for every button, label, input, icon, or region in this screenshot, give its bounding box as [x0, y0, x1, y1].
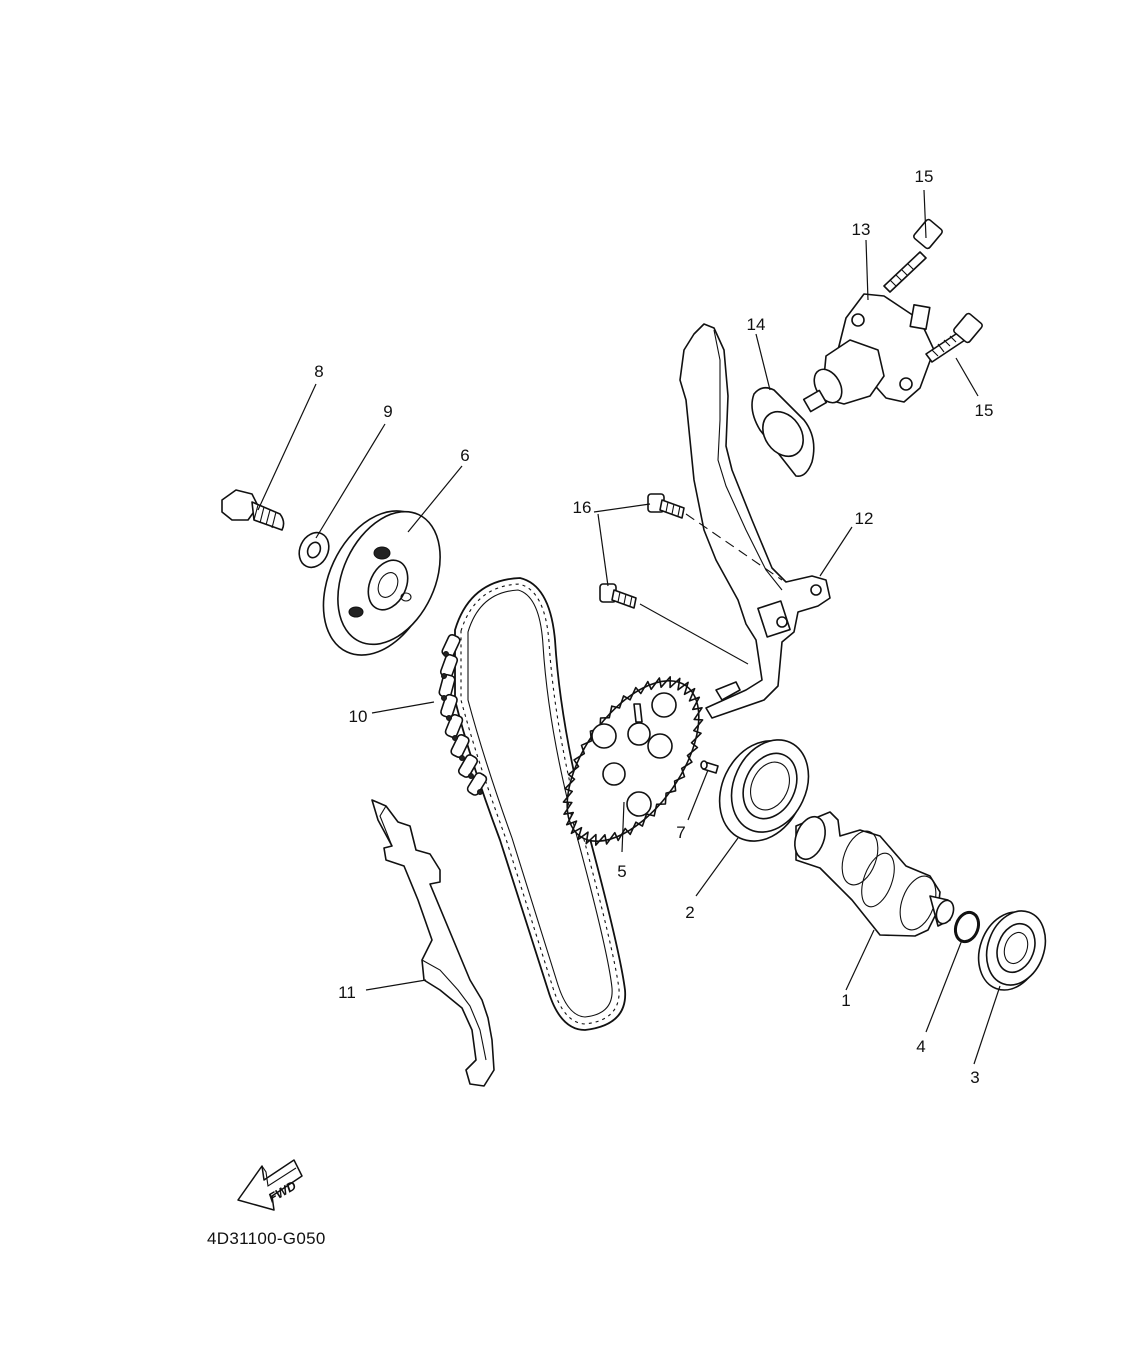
- part-4-o-ring: [953, 910, 981, 944]
- diagram-code: 4D31100-G050: [207, 1229, 326, 1248]
- part-14-gasket: [751, 386, 815, 478]
- part-9-washer: [298, 531, 330, 569]
- callout-7: 7: [676, 823, 685, 842]
- callout-8: 8: [314, 362, 323, 381]
- callout-2: 2: [685, 903, 694, 922]
- part-8-bolt: [221, 489, 285, 531]
- callouts: 8 9 6 10 11 5 7 2 1 4 3 12 14 13 15 15 1…: [314, 167, 993, 1087]
- part-12-tensioner-guide: [679, 323, 831, 719]
- part-16-bolt-upper: [647, 493, 685, 519]
- callout-12: 12: [855, 509, 874, 528]
- part-11-chain-guide: [371, 799, 495, 1087]
- part-16-bolt-lower: [599, 583, 637, 609]
- callout-16: 16: [573, 498, 592, 517]
- assembly-lines: [639, 513, 783, 665]
- callout-15-top: 15: [915, 167, 934, 186]
- part-6-plate: [322, 510, 441, 656]
- fwd-direction-arrow: FWD: [237, 1159, 303, 1211]
- part-15-bolt-upper: [883, 218, 943, 293]
- callout-14: 14: [747, 315, 766, 334]
- callout-3: 3: [970, 1068, 979, 1087]
- part-1-camshaft: [794, 811, 955, 937]
- part-10-timing-chain: [438, 577, 626, 1031]
- callout-9: 9: [383, 402, 392, 421]
- part-7-dowel-pin: [700, 760, 719, 774]
- callout-13: 13: [852, 220, 871, 239]
- part-5-cam-sprocket: [562, 676, 704, 846]
- part-3-bearing: [977, 910, 1047, 991]
- part-13-tensioner: [802, 293, 935, 413]
- part-2-bearing: [718, 739, 810, 842]
- callout-4: 4: [916, 1037, 925, 1056]
- callout-5: 5: [617, 862, 626, 881]
- callout-11: 11: [338, 983, 356, 1002]
- callout-1: 1: [841, 991, 850, 1010]
- callout-15-right: 15: [975, 401, 994, 420]
- callout-10: 10: [349, 707, 368, 726]
- leader-lines: [257, 189, 1001, 1065]
- part-15-bolt-lower: [925, 312, 983, 363]
- callout-6: 6: [460, 446, 469, 465]
